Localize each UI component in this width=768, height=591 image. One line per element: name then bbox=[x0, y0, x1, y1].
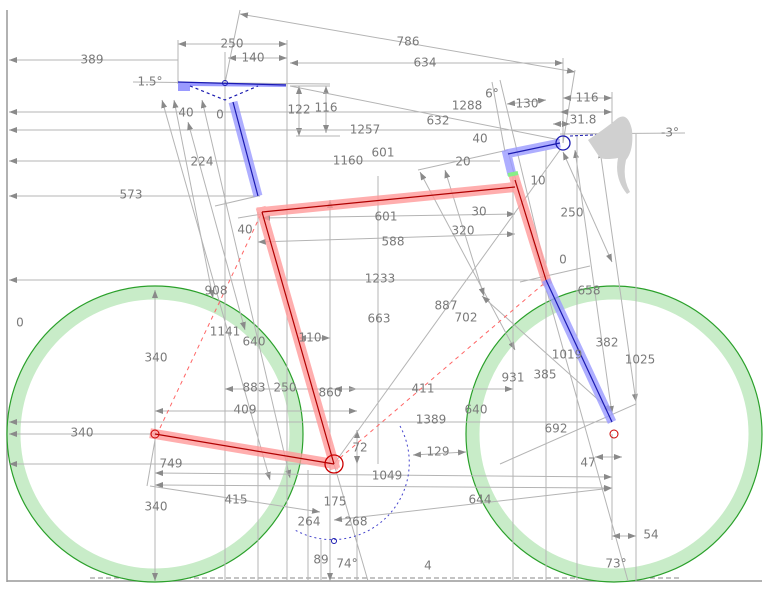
dim-label: 389 bbox=[81, 53, 104, 67]
dim-label: 634 bbox=[414, 56, 437, 70]
dim-label: 931 bbox=[502, 371, 525, 385]
dim-label: 573 bbox=[120, 188, 143, 202]
dim-label: -3° bbox=[661, 126, 679, 140]
dim-label: 601 bbox=[375, 210, 398, 224]
dim-label: 250 bbox=[274, 381, 297, 395]
pedal-point bbox=[331, 538, 337, 544]
dim-label: 1.5° bbox=[137, 75, 162, 89]
dimension-labels: 389 250 140 1.5° 786 634 122 116 40 0 6°… bbox=[16, 35, 679, 573]
dim-label: 385 bbox=[534, 368, 557, 382]
dim-label: 73° bbox=[605, 557, 626, 571]
dim-label: 129 bbox=[427, 445, 450, 459]
dimension-lines bbox=[9, 9, 686, 582]
handlebar-clamp bbox=[555, 135, 571, 151]
dim-label: 0 bbox=[559, 253, 567, 267]
dim-label: 0 bbox=[216, 108, 224, 122]
dim-label: 640 bbox=[243, 335, 266, 349]
dim-label: 250 bbox=[561, 206, 584, 220]
dim-label: 4 bbox=[424, 559, 432, 573]
saddle-rail-point bbox=[222, 80, 228, 86]
dim-label: 860 bbox=[319, 386, 342, 400]
dim-label: 1389 bbox=[416, 413, 447, 427]
dim-label: 116 bbox=[576, 91, 599, 105]
dim-label: 40 bbox=[237, 223, 252, 237]
dim-label: 20 bbox=[455, 155, 470, 169]
dim-label: 1019 bbox=[552, 348, 583, 362]
dim-label: 382 bbox=[596, 336, 619, 350]
dim-label: 658 bbox=[578, 284, 601, 298]
bottom-bracket bbox=[324, 454, 344, 474]
dim-label: 601 bbox=[372, 146, 395, 160]
dim-label: 883 bbox=[243, 381, 266, 395]
front-wheel bbox=[465, 285, 763, 583]
dim-label: 640 bbox=[465, 403, 488, 417]
dim-label: 30 bbox=[471, 205, 486, 219]
dim-label: 72 bbox=[352, 441, 367, 455]
dim-label: 40 bbox=[178, 106, 193, 120]
dim-label: 411 bbox=[412, 382, 435, 396]
dim-label: 250 bbox=[221, 37, 244, 51]
dim-label: 74° bbox=[336, 557, 357, 571]
dim-label: 140 bbox=[242, 51, 265, 65]
dim-label: 110 bbox=[299, 331, 322, 345]
dim-label: 340 bbox=[145, 351, 168, 365]
dim-label: 268 bbox=[345, 515, 368, 529]
dim-label: 1141 bbox=[210, 325, 241, 339]
dim-label: 409 bbox=[234, 403, 257, 417]
dim-label: 10 bbox=[530, 174, 545, 188]
dim-label: 1233 bbox=[365, 272, 396, 286]
dim-label: 6° bbox=[485, 87, 499, 101]
dim-label: 1025 bbox=[625, 353, 656, 367]
dim-label: 175 bbox=[324, 495, 347, 509]
dim-label: 116 bbox=[315, 101, 338, 115]
frame-reach-line bbox=[339, 279, 549, 459]
spacers bbox=[501, 148, 517, 177]
front-axle bbox=[609, 429, 619, 439]
components bbox=[177, 80, 633, 544]
dim-label: 644 bbox=[469, 493, 492, 507]
dim-label: 786 bbox=[397, 35, 420, 49]
dim-label: 122 bbox=[288, 103, 311, 117]
dim-label: 887 bbox=[435, 299, 458, 313]
dim-label: 47 bbox=[580, 456, 595, 470]
dim-label: 54 bbox=[643, 528, 658, 542]
dim-label: 1160 bbox=[333, 154, 364, 168]
dim-label: 692 bbox=[545, 422, 568, 436]
dim-label: 702 bbox=[455, 311, 478, 325]
dim-label: 1049 bbox=[372, 469, 403, 483]
dim-label: 89 bbox=[313, 553, 328, 567]
dim-label: 0 bbox=[16, 316, 24, 330]
brake-hood bbox=[588, 116, 633, 194]
dim-label: 340 bbox=[145, 500, 168, 514]
dim-label: 588 bbox=[382, 235, 405, 249]
dim-label: 320 bbox=[452, 224, 475, 238]
dim-label: 130 bbox=[516, 97, 539, 111]
dim-label: 264 bbox=[298, 515, 321, 529]
dim-label: 1288 bbox=[452, 99, 483, 113]
dim-label: 663 bbox=[368, 312, 391, 326]
dim-label: 224 bbox=[191, 155, 214, 169]
dim-label: 632 bbox=[427, 114, 450, 128]
dim-label: 340 bbox=[71, 426, 94, 440]
dim-label: 908 bbox=[205, 284, 228, 298]
rear-axle bbox=[150, 429, 160, 439]
frame bbox=[149, 173, 553, 471]
dim-label: 40 bbox=[472, 132, 487, 146]
dim-label: 749 bbox=[160, 457, 183, 471]
dim-label: 1257 bbox=[350, 123, 381, 137]
dim-label: 31.8 bbox=[570, 113, 597, 127]
dim-label: 415 bbox=[225, 493, 248, 507]
